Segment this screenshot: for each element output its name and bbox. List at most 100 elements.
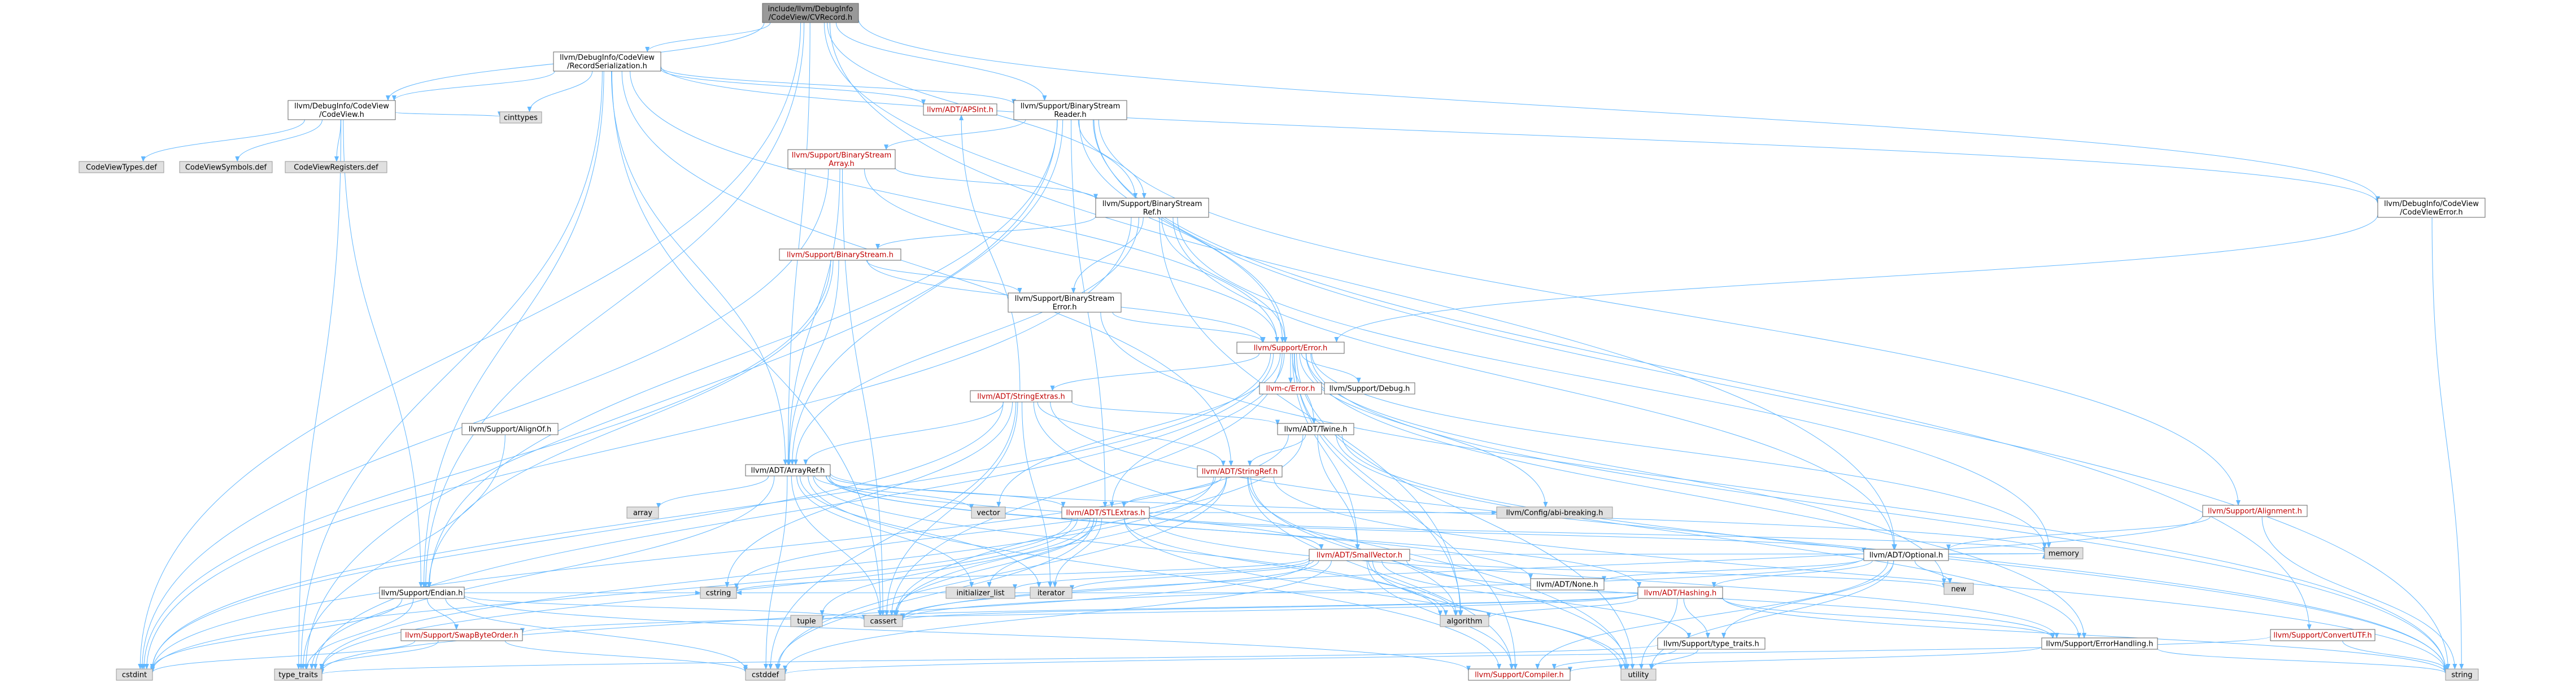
dependency-edge bbox=[790, 119, 1063, 465]
graph-node-compiler[interactable]: llvm/Support/Compiler.h bbox=[1468, 668, 1571, 681]
dependency-edge bbox=[1071, 217, 1144, 294]
graph-node-cerror[interactable]: llvm-c/Error.h bbox=[1259, 382, 1322, 395]
dependency-edge bbox=[1639, 598, 1678, 670]
graph-node-cstddef: cstddef bbox=[745, 668, 786, 681]
node-label: array bbox=[633, 509, 652, 518]
node-box bbox=[970, 390, 1073, 403]
graph-node-codeview[interactable]: llvm/DebugInfo/CodeView/CodeView.h bbox=[287, 100, 396, 120]
graph-node-swapbyteorder[interactable]: llvm/Support/SwapByteOrder.h bbox=[400, 629, 523, 641]
dependency-edge bbox=[1248, 476, 1458, 616]
graph-node-typetraitsh[interactable]: llvm/Support/type_traits.h bbox=[1657, 637, 1766, 650]
node-box bbox=[1637, 587, 1723, 599]
node-box bbox=[2377, 198, 2486, 218]
graph-node-convertutf[interactable]: llvm/Support/ConvertUTF.h bbox=[2270, 629, 2376, 641]
node-box bbox=[945, 587, 1015, 599]
graph-node-error[interactable]: llvm/Support/Error.h bbox=[1236, 342, 1345, 354]
node-box bbox=[1197, 465, 1283, 478]
node-box bbox=[400, 629, 523, 641]
graph-node-hashing[interactable]: llvm/ADT/Hashing.h bbox=[1637, 587, 1723, 599]
graph-node-endian[interactable]: llvm/Support/Endian.h bbox=[379, 587, 465, 599]
node-label: CodeViewRegisters.def bbox=[294, 164, 378, 172]
graph-node-stringextras[interactable]: llvm/ADT/StringExtras.h bbox=[970, 390, 1073, 403]
graph-node-alignment[interactable]: llvm/Support/Alignment.h bbox=[2202, 505, 2308, 517]
node-label: llvm/ADT/Twine.h bbox=[1284, 426, 1348, 434]
graph-node-cverror[interactable]: llvm/DebugInfo/CodeView/CodeViewError.h bbox=[2377, 198, 2486, 218]
dependency-edge bbox=[803, 401, 1004, 465]
dependency-edge bbox=[150, 434, 1289, 672]
node-box bbox=[499, 111, 542, 124]
dependency-edge bbox=[1098, 119, 2241, 506]
dependency-edge bbox=[1124, 518, 1448, 616]
node-label: llvm/Support/SwapByteOrder.h bbox=[405, 632, 518, 640]
graph-node-twine[interactable]: llvm/ADT/Twine.h bbox=[1277, 423, 1354, 435]
graph-node-optional[interactable]: llvm/ADT/Optional.h bbox=[1863, 549, 1949, 561]
node-label: llvm/Support/type_traits.h bbox=[1663, 640, 1759, 649]
dependency-edge bbox=[1409, 557, 1946, 589]
dependency-edge bbox=[783, 560, 1332, 671]
dependency-edge bbox=[660, 65, 2380, 204]
node-label: llvm/ADT/Optional.h bbox=[1869, 552, 1943, 560]
graph-node-stlextras[interactable]: llvm/ADT/STLExtras.h bbox=[1061, 506, 1150, 519]
node-label: llvm/DebugInfo/CodeView bbox=[2384, 200, 2479, 208]
dependency-edge bbox=[1013, 559, 1310, 590]
dependency-edge bbox=[426, 260, 834, 588]
graph-node-alignof[interactable]: llvm/Support/AlignOf.h bbox=[461, 423, 559, 435]
graph-node-smallvector[interactable]: llvm/ADT/SmallVector.h bbox=[1309, 549, 1410, 561]
graph-node-recser[interactable]: llvm/DebugInfo/CodeView/RecordSerializat… bbox=[553, 51, 661, 72]
dependency-edge bbox=[464, 596, 1471, 672]
dependency-edge bbox=[426, 598, 459, 630]
graph-node-vector: vector bbox=[971, 506, 1006, 519]
dependency-edge bbox=[1649, 649, 1698, 670]
graph-node-apsint[interactable]: llvm/ADT/APSInt.h bbox=[923, 103, 997, 116]
dependency-edge bbox=[1022, 401, 1053, 588]
node-box bbox=[1277, 423, 1354, 435]
dependency-edge bbox=[660, 67, 1016, 105]
node-box bbox=[2270, 629, 2376, 641]
graph-node-type_traits: type_traits bbox=[274, 668, 322, 681]
node-label: llvm/ADT/None.h bbox=[1536, 581, 1598, 589]
dependency-edge bbox=[141, 119, 305, 162]
graph-node-stringref[interactable]: llvm/ADT/StringRef.h bbox=[1197, 465, 1283, 478]
dependency-edge bbox=[320, 644, 1658, 675]
dependency-edge bbox=[2342, 640, 2448, 671]
dependency-edge bbox=[1050, 353, 1259, 391]
graph-node-tuple: tuple bbox=[790, 615, 823, 627]
dependency-edge bbox=[423, 22, 805, 588]
graph-node-algorithm: algorithm bbox=[1440, 615, 1489, 627]
dependency-edge bbox=[150, 640, 416, 673]
node-label: CodeViewTypes.def bbox=[86, 164, 157, 172]
node-label: llvm/DebugInfo/CodeView bbox=[560, 54, 655, 62]
node-label: llvm/ADT/SmallVector.h bbox=[1317, 552, 1402, 560]
dependency-edge bbox=[296, 119, 342, 670]
dependency-edge bbox=[1551, 649, 1677, 670]
node-box bbox=[971, 506, 1006, 519]
node-box bbox=[1061, 506, 1150, 519]
dependency-edge bbox=[1568, 646, 2042, 673]
node-box bbox=[1657, 637, 1766, 650]
node-label: Array.h bbox=[829, 160, 855, 168]
graph-node-debug[interactable]: llvm/Support/Debug.h bbox=[1324, 382, 1415, 395]
dependency-edge bbox=[1722, 597, 2448, 673]
graph-node-arrayref[interactable]: llvm/ADT/ArrayRef.h bbox=[745, 464, 831, 476]
node-label: CodeViewSymbols.def bbox=[185, 164, 267, 172]
dependency-edge bbox=[1946, 516, 2211, 550]
graph-node-none[interactable]: llvm/ADT/None.h bbox=[1530, 578, 1605, 591]
node-label: string bbox=[2451, 671, 2472, 680]
graph-node-errorhandling[interactable]: llvm/Support/ErrorHandling.h bbox=[2041, 637, 2158, 650]
dependency-edge bbox=[892, 518, 1095, 616]
node-label: /CodeView.h bbox=[319, 111, 364, 119]
node-label: iterator bbox=[1038, 589, 1065, 598]
node-label: llvm/Support/Error.h bbox=[1254, 344, 1328, 353]
dependency-edge bbox=[611, 71, 788, 465]
dependency-edge bbox=[786, 22, 810, 465]
dependency-edge bbox=[787, 260, 839, 465]
node-label: include/llvm/DebugInfo bbox=[768, 5, 853, 14]
node-box bbox=[762, 3, 859, 23]
dependency-edge bbox=[1149, 514, 1866, 553]
graph-node-bstream[interactable]: llvm/Support/BinaryStream.h bbox=[779, 248, 901, 261]
node-label: llvm/Support/Endian.h bbox=[381, 589, 463, 598]
